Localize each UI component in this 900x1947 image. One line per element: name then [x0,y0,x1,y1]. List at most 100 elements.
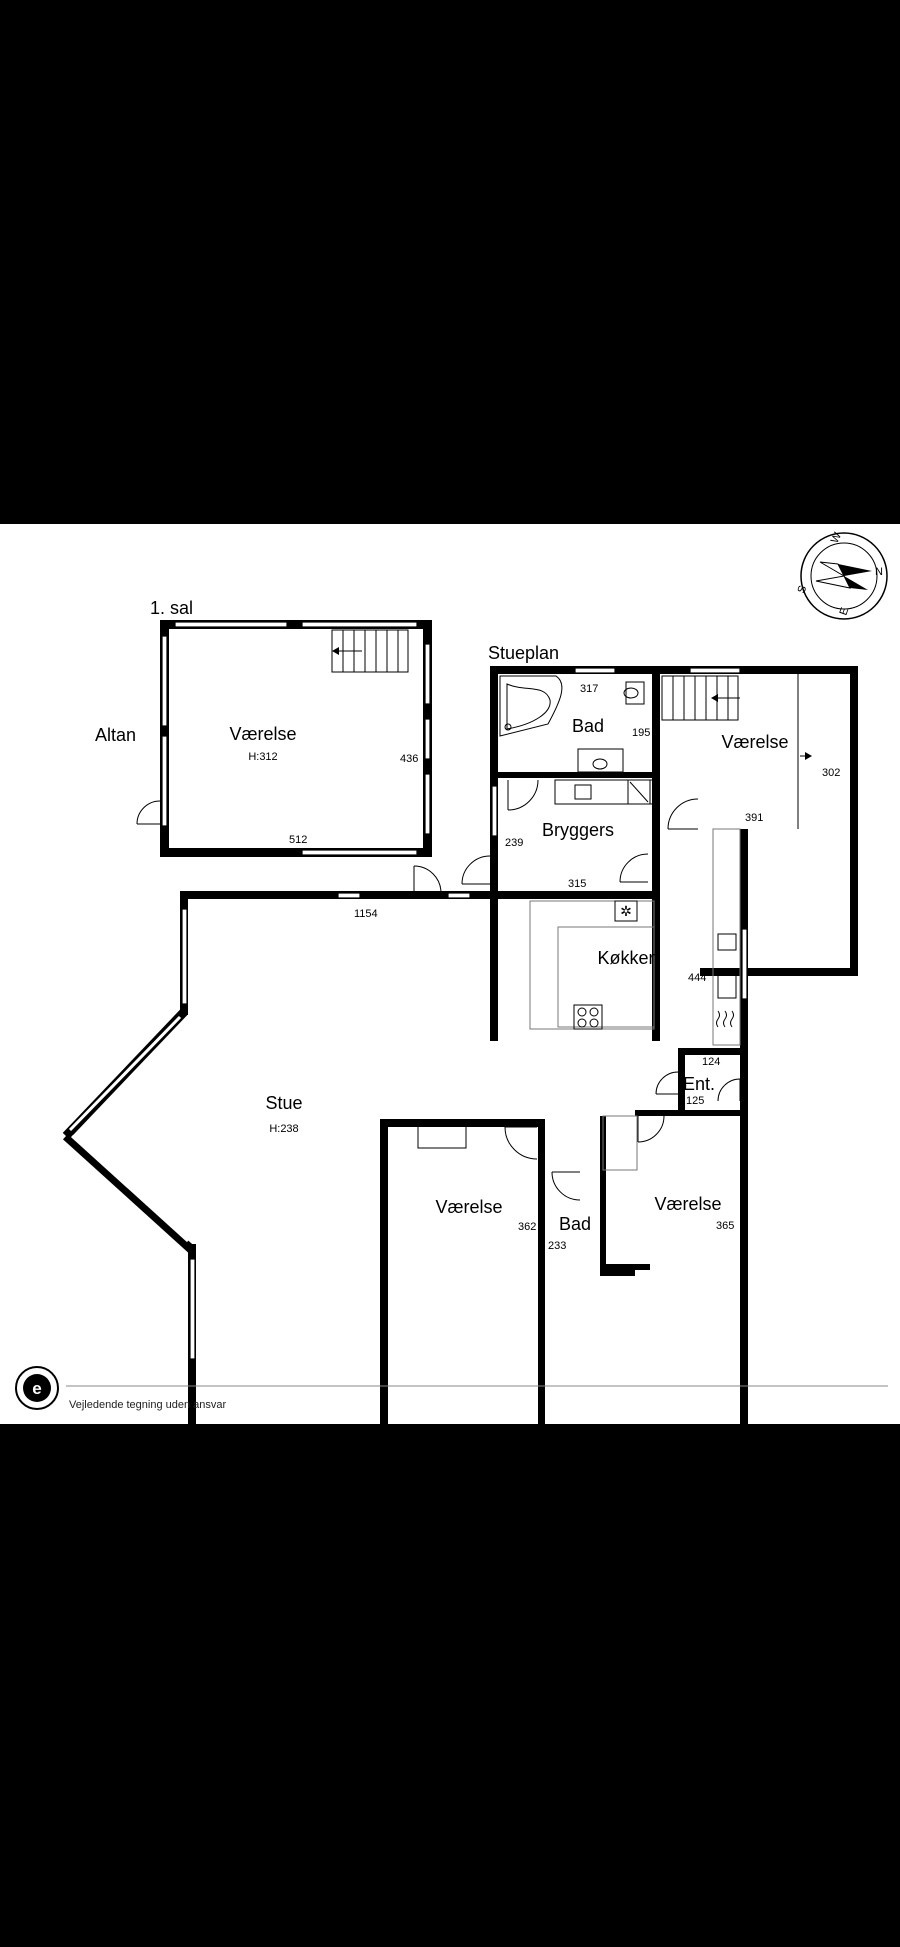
wall [635,1110,748,1116]
window [161,635,168,727]
window [574,667,616,674]
wall [490,666,498,1041]
upper-wall-bottom [160,848,432,857]
compass-north: N [875,566,883,578]
stue-dim-top: 1154 [354,908,378,920]
vaerelse-mid-dim-side: 362 [518,1221,536,1233]
snowflake-icon: ✲ [620,904,632,920]
kokken-dim-side: 444 [688,972,706,984]
door-icon [667,798,699,830]
arrow-icon [800,752,812,760]
window [301,621,418,628]
wall [740,829,748,1424]
stair-icon [661,675,740,721]
upper-floor-heading: 1. sal [150,598,193,618]
wall [180,891,660,899]
wall [498,772,660,778]
bryggers-dim-bottom: 315 [568,878,586,890]
altan-label: Altan [95,725,136,745]
door-icon [136,800,161,825]
upper-room-dim-side: 436 [400,753,418,765]
window [424,773,431,835]
stove-icon [573,1004,603,1030]
ground-floor-heading: Stueplan [488,643,559,663]
window [424,718,431,760]
entre-name: Ent. [683,1074,715,1094]
vaerelse-se-dim-side: 365 [716,1220,734,1232]
logo-letter: e [32,1379,41,1398]
upper-room-height: H:312 [248,751,277,763]
kitchen-counter [712,828,741,1046]
fridge-icon [614,900,638,922]
door-icon [507,779,539,811]
door-icon [637,1115,665,1143]
wall [380,1119,388,1424]
door-icon [619,853,649,883]
wall [700,968,858,976]
upper-room-dim-bottom: 512 [289,834,307,846]
dishwasher-icon [717,971,737,999]
bryggers-name: Bryggers [542,820,614,840]
closet [602,1115,638,1171]
wall [600,1116,606,1271]
wall [380,1119,545,1127]
wall [600,1264,650,1270]
window [161,735,168,827]
wall [490,666,858,674]
sink-icon [577,748,624,773]
upper-room-name: Værelse [229,724,296,744]
floor-plan: 1. sal Altan Værelse H:312 [15,530,888,1424]
kokken-name: Køkken [597,948,658,968]
window [689,667,741,674]
door-icon [413,865,442,894]
stair-icon [331,629,409,673]
vaerelse-ne-name: Værelse [721,732,788,752]
window [301,849,418,856]
toilet-icon [623,681,645,705]
door-icon [655,1071,679,1095]
closet [417,1119,467,1149]
window [491,785,498,837]
entre-dim-side: 125 [686,1095,704,1107]
ground-floor: Stueplan [62,643,858,1424]
window [189,1258,196,1360]
door-icon [717,1078,741,1102]
vaerelse-mid-name: Værelse [435,1197,502,1217]
door-icon [461,855,491,885]
radiator-icon [716,1010,734,1028]
disclaimer: Vejledende tegning uden ansvar [69,1399,227,1411]
stue-name: Stue [265,1093,302,1113]
counter [554,779,654,805]
upper-floor: 1. sal Altan Værelse H:312 [95,598,432,857]
upper-wall-top [160,620,432,629]
vaerelse-ne-dim-bottom: 391 [745,812,763,824]
window [447,892,471,899]
bad-top-name: Bad [572,716,604,736]
window [337,892,361,899]
wall [850,666,858,976]
bad-top-dim-side: 195 [632,727,650,739]
kitchen-island [557,926,655,1028]
footer: e Vejledende tegning uden ansvar [15,1366,888,1411]
door-icon [504,1126,538,1160]
compass-east: E [838,606,852,617]
bay-window [62,1008,196,1254]
bad-top-dim-top: 317 [580,683,598,695]
wall [652,666,660,1041]
compass-south: S [796,584,810,595]
door-icon [551,1171,581,1201]
washer-icon [627,779,651,805]
wall [600,1270,635,1276]
wall [538,1119,545,1424]
window [424,643,431,705]
vaerelse-ne-dim-side: 302 [822,767,840,779]
bathtub-icon [499,675,563,737]
window [741,928,748,1000]
vaerelse-se-name: Værelse [654,1194,721,1214]
wall [678,1048,685,1114]
entre-dim-top: 124 [702,1056,720,1068]
bad-small-dim-side: 233 [548,1240,566,1252]
bryggers-dim-side: 239 [505,837,523,849]
sink-icon [717,933,737,951]
compass-icon: N W S E [796,530,888,620]
